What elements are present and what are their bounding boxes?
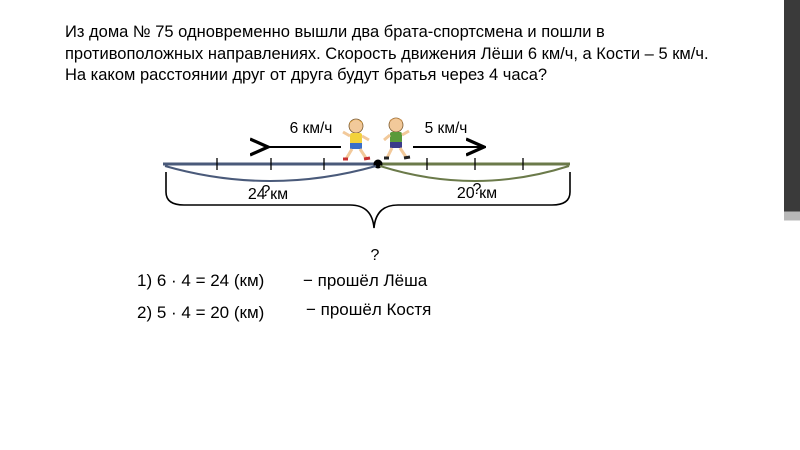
left-question-mark: ? <box>262 183 271 200</box>
boy-kostya-figure <box>383 117 411 160</box>
accent-bar <box>784 0 800 450</box>
problem-line-3: На каком расстоянии друг от друга будут … <box>65 66 548 84</box>
road-ticks <box>216 158 524 170</box>
problem-line-2: противоположных направлениях. Скорость д… <box>65 44 709 63</box>
right-distance-label: 20 км <box>457 185 497 202</box>
solution-step-1: 1) 6 · 4 = 24 (км) <box>137 271 265 290</box>
solution-step-2: 2) 5 · 4 = 20 (км) <box>137 303 265 322</box>
right-speed-label: 5 км/ч <box>425 120 468 137</box>
right-distance-arc <box>379 165 570 182</box>
solution-step-1-note: − прошёл Лёша <box>303 271 428 290</box>
left-distance-label: 24 км <box>248 186 288 203</box>
boy-lesha-figure <box>342 118 371 161</box>
solution-step-2-note: − прошёл Костя <box>306 300 432 319</box>
right-question-mark: ? <box>473 181 482 198</box>
total-question-mark: ? <box>371 247 380 264</box>
problem-line-1: Из дома № 75 одновременно вышли два брат… <box>65 23 605 41</box>
left-speed-label: 6 км/ч <box>290 120 333 137</box>
left-distance-arc <box>164 165 377 182</box>
accent-bar-bottom <box>784 392 800 450</box>
problem-text: Из дома № 75 одновременно вышли два брат… <box>65 22 785 87</box>
total-distance-brace <box>165 172 571 229</box>
